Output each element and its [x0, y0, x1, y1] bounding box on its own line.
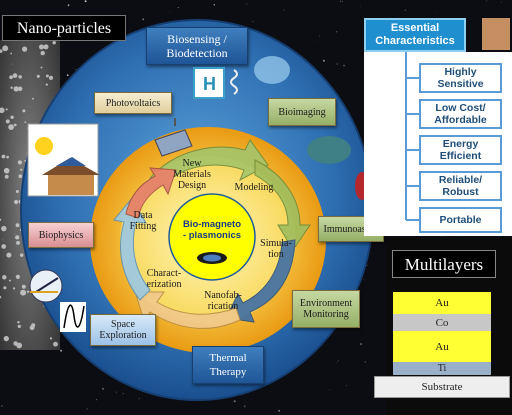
nanoparticles-label: Nano-particles — [2, 15, 126, 41]
new-materials-line1: New — [182, 157, 202, 169]
data-fitting-line1: Data — [133, 210, 153, 221]
essential-line1: Essential — [390, 22, 440, 34]
char-1-line2: Affordable — [434, 114, 487, 126]
characterization-line2: erization — [146, 279, 182, 290]
modeling-label: Modeling — [234, 181, 274, 193]
nanofabrication-label: Nanofab- rication — [196, 288, 250, 314]
char-0-line2: Sensitive — [437, 78, 484, 90]
environment-line2: Monitoring — [303, 309, 349, 320]
characterization-label: Charact- erization — [138, 266, 190, 292]
thermal-line1: Thermal — [209, 352, 247, 364]
layer-substrate: Substrate — [374, 376, 510, 398]
data-fitting-label: Data Fitting — [122, 208, 164, 234]
space-exploration-box: Space Exploration — [90, 314, 156, 346]
essential-line2: Characteristics — [375, 35, 455, 47]
new-materials-line2: Materials — [173, 168, 211, 180]
arrow-data-fitting — [125, 167, 177, 219]
space-line2: Exploration — [99, 330, 147, 341]
center-hub — [168, 193, 256, 281]
center-title: Bio-magneto - plasmonics — [172, 216, 252, 244]
characteristic-highly-sensitive: Highly Sensitive — [419, 63, 502, 93]
simulation-line1: Simula- — [260, 238, 292, 249]
space-line1: Space — [111, 319, 135, 330]
characteristic-low-cost: Low Cost/ Affordable — [419, 99, 502, 129]
photovoltaics-box: Photovoltaics — [94, 92, 172, 114]
arrow-nanofabrication — [134, 291, 241, 329]
data-fitting-line2: Fitting — [129, 221, 157, 232]
simulation-line2: tion — [268, 249, 284, 260]
simulation-label: Simula- tion — [255, 236, 297, 262]
layer-au-top: Au — [393, 292, 491, 314]
center-line2: - plasmonics — [182, 230, 242, 241]
characteristic-energy-efficient: Energy Efficient — [419, 135, 502, 165]
environment-line1: Environment — [299, 298, 353, 309]
biosensing-box: Biosensing / Biodetection — [146, 27, 248, 65]
characteristic-reliable: Reliable/ Robust — [419, 171, 502, 201]
layer-ti: Ti — [393, 362, 491, 375]
essential-characteristics-header: Essential Characteristics — [364, 18, 466, 52]
nanofab-line1: Nanofab- — [204, 290, 242, 301]
essential-connector — [405, 52, 420, 221]
layer-co: Co — [393, 314, 491, 331]
thermal-line2: Therapy — [209, 366, 247, 378]
char-2-line1: Energy — [442, 138, 479, 150]
characteristic-portable: Portable — [419, 207, 502, 233]
thermal-therapy-box: Thermal Therapy — [192, 346, 264, 384]
center-line1: Bio-magneto — [182, 219, 242, 230]
biosensing-line2: Biodetection — [166, 46, 228, 60]
char-3-line1: Reliable/ — [438, 174, 483, 186]
multilayers-title: Multilayers — [392, 250, 496, 278]
characterization-line1: Charact- — [146, 268, 182, 279]
char-2-line2: Efficient — [439, 150, 482, 162]
char-1-line1: Low Cost/ — [435, 102, 486, 114]
char-0-line1: Highly — [444, 66, 477, 78]
biophysics-box: Biophysics — [28, 222, 94, 248]
environment-box: Environment Monitoring — [292, 290, 360, 328]
nanofab-line2: rication — [207, 301, 239, 312]
char-3-line2: Robust — [442, 186, 479, 198]
new-materials-label: New Materials Design — [162, 154, 222, 194]
biosensing-line1: Biosensing / — [167, 32, 227, 46]
new-materials-line3: Design — [177, 179, 207, 191]
bioimaging-box: Bioimaging — [268, 98, 336, 126]
layer-au-bottom: Au — [393, 331, 491, 362]
